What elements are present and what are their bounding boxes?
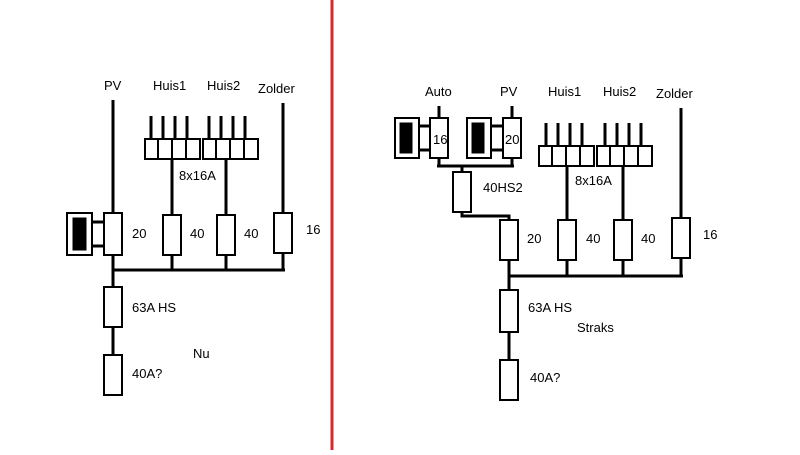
left-breaker-pv: [103, 212, 123, 256]
left-label-pv: PV: [104, 78, 122, 93]
left-breaker-zolder: [273, 212, 293, 254]
left-main-breaker: [103, 286, 123, 328]
left-label-zolder: Zolder: [258, 81, 296, 96]
right-breaker-main-in-label: 20: [527, 231, 541, 246]
left-main-label: 63A HS: [132, 300, 176, 315]
right-sub-main-label: 40HS2: [483, 180, 523, 195]
left-breaker-huis2-label: 40: [244, 226, 258, 241]
right-breaker-zolder-label: 16: [703, 227, 717, 242]
left-inverter-core: [72, 217, 87, 251]
right-label-huis2: Huis2: [603, 84, 636, 99]
right-breaker-group: [538, 123, 653, 167]
right-breaker-huis2-label: 40: [641, 231, 655, 246]
right-auto-inverter-core: [399, 122, 413, 154]
right-breaker-main-in: [499, 219, 519, 261]
right-breaker-huis1-label: 40: [586, 231, 600, 246]
right-mains-label: 40A?: [530, 370, 560, 385]
left-breaker-group: [144, 116, 259, 160]
right-label-huis1: Huis1: [548, 84, 581, 99]
right-diagram: Auto PV Huis1 Huis2 Zolder 16 20 40HS2: [394, 84, 717, 401]
right-auto-breaker-label: 16: [433, 132, 447, 147]
right-pv-inverter-core: [471, 122, 485, 154]
left-breaker-huis1: [162, 214, 182, 256]
left-state-label: Nu: [193, 346, 210, 361]
left-breaker-huis1-label: 40: [190, 226, 204, 241]
right-breaker-huis1: [557, 219, 577, 261]
right-sub-main-breaker: [452, 171, 472, 213]
left-diagram: PV Huis1 Huis2 Zolder 8x16A: [66, 78, 320, 396]
right-breaker-zolder: [671, 217, 691, 259]
right-state-label: Straks: [577, 320, 614, 335]
right-pv-breaker-label: 20: [505, 132, 519, 147]
right-sub-main-wire: [460, 212, 511, 220]
left-breaker-huis2: [216, 214, 236, 256]
left-label-huis1: Huis1: [153, 78, 186, 93]
left-label-huis2: Huis2: [207, 78, 240, 93]
left-breaker-group-label: 8x16A: [179, 168, 216, 183]
right-mains-connection: [499, 359, 519, 401]
right-breaker-huis2: [613, 219, 633, 261]
left-mains-label: 40A?: [132, 366, 162, 381]
left-breaker-zolder-label: 16: [306, 222, 320, 237]
left-mains-connection: [103, 354, 123, 396]
right-label-pv: PV: [500, 84, 518, 99]
right-label-auto: Auto: [425, 84, 452, 99]
right-main-label: 63A HS: [528, 300, 572, 315]
right-main-breaker: [499, 289, 519, 333]
left-breaker-pv-label: 20: [132, 226, 146, 241]
right-breaker-group-label: 8x16A: [575, 173, 612, 188]
right-label-zolder: Zolder: [656, 86, 694, 101]
